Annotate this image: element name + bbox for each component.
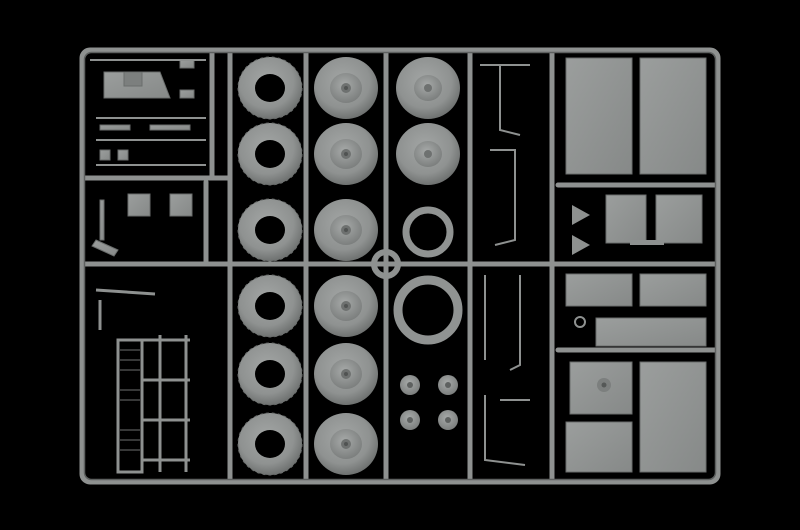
wheel: [314, 275, 378, 337]
tire: [237, 56, 303, 120]
tire: [237, 342, 303, 406]
tire: [237, 412, 303, 476]
wheel: [314, 199, 378, 261]
panel: [655, 194, 703, 244]
panel: [565, 273, 633, 307]
sprue-frame: [79, 47, 721, 485]
tires-front-view: [237, 56, 303, 476]
sprue-center-ring: [371, 249, 401, 279]
panel: [605, 194, 647, 244]
ring-part: [402, 206, 454, 258]
tire: [237, 274, 303, 338]
panel: [595, 317, 707, 347]
tires-with-hubs: [314, 57, 378, 475]
panel: [639, 273, 707, 307]
small-hubs: [400, 375, 458, 430]
wheel: [314, 343, 378, 405]
wheel: [314, 413, 378, 475]
panel: [639, 361, 707, 473]
tire: [237, 198, 303, 262]
panel: [565, 57, 633, 175]
tires-third-column: [396, 57, 460, 185]
tire: [237, 122, 303, 186]
right-panels: [565, 57, 707, 473]
thin-parts: [480, 64, 530, 466]
wheel: [396, 57, 460, 119]
left-middle-parts: [91, 193, 193, 257]
panel: [565, 421, 633, 473]
wheel: [314, 57, 378, 119]
upper-left-parts: [99, 59, 195, 161]
ring-part: [393, 275, 463, 345]
upper-left-runners: [90, 59, 206, 166]
wheel: [314, 123, 378, 185]
lever-parts: [95, 288, 156, 330]
grille-texture: [120, 349, 140, 451]
panel: [639, 57, 707, 175]
ring-parts: [393, 206, 463, 345]
ladder-grille: [116, 335, 190, 474]
sprue-frame-shadow: [83, 51, 717, 481]
wheel: [396, 123, 460, 185]
panel-details: [572, 205, 664, 392]
